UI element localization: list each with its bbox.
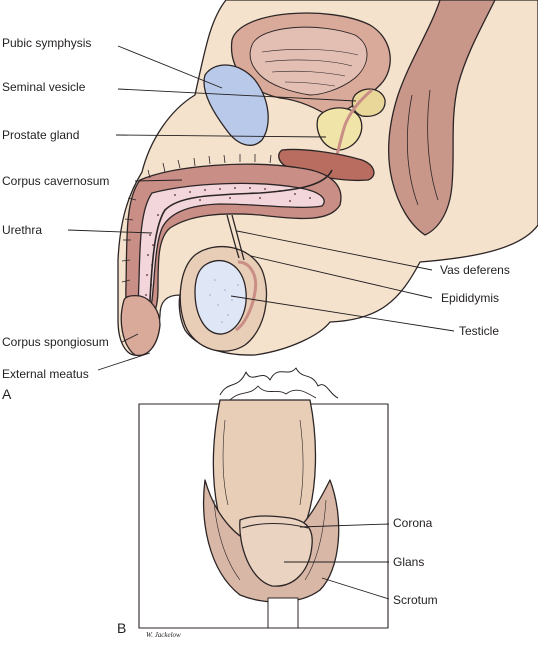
label-corpus-cavernosum: Corpus cavernosum: [2, 174, 110, 188]
label-corona: Corona: [393, 516, 433, 530]
illustrator-signature: W. Jackelow: [146, 631, 181, 639]
testis-texture: [209, 279, 239, 323]
label-seminal-vesicle: Seminal vesicle: [2, 80, 86, 94]
label-urethra: Urethra: [2, 223, 43, 237]
vas-deferens: [231, 214, 245, 261]
prostate-gland: [316, 107, 363, 151]
glans-b: [239, 515, 313, 587]
label-prostate-gland: Prostate gland: [2, 128, 80, 142]
seminal-vesicle: [351, 88, 386, 118]
panel-b-figure: [138, 367, 389, 629]
label-vas-deferens: Vas deferens: [440, 263, 510, 277]
label-epididymis: Epididymis: [441, 291, 500, 305]
bulbospongiosus-muscle: [278, 148, 375, 182]
rectum: [388, 0, 496, 236]
label-glans: Glans: [393, 555, 425, 569]
glans-a: [120, 294, 161, 357]
spongy-texture: [144, 187, 311, 316]
testis: [194, 260, 247, 335]
label-pubic-symphysis: Pubic symphysis: [2, 36, 92, 50]
pubic-hair: [219, 367, 339, 399]
panel-b-leaders: [284, 523, 390, 600]
label-corpus-spongiosum: Corpus spongiosum: [2, 335, 109, 349]
panel-b-letter: B: [117, 620, 127, 636]
bladder-interior: [249, 26, 368, 96]
epididymis: [235, 260, 258, 332]
label-scrotum: Scrotum: [393, 593, 438, 607]
panel-a-letter: A: [2, 386, 12, 402]
panel-a-leaders: [67, 45, 455, 371]
panel-a-figure: [117, 0, 538, 357]
label-external-meatus: External meatus: [2, 367, 89, 381]
pubic-symphysis: [203, 64, 269, 146]
label-testicle: Testicle: [459, 324, 500, 338]
